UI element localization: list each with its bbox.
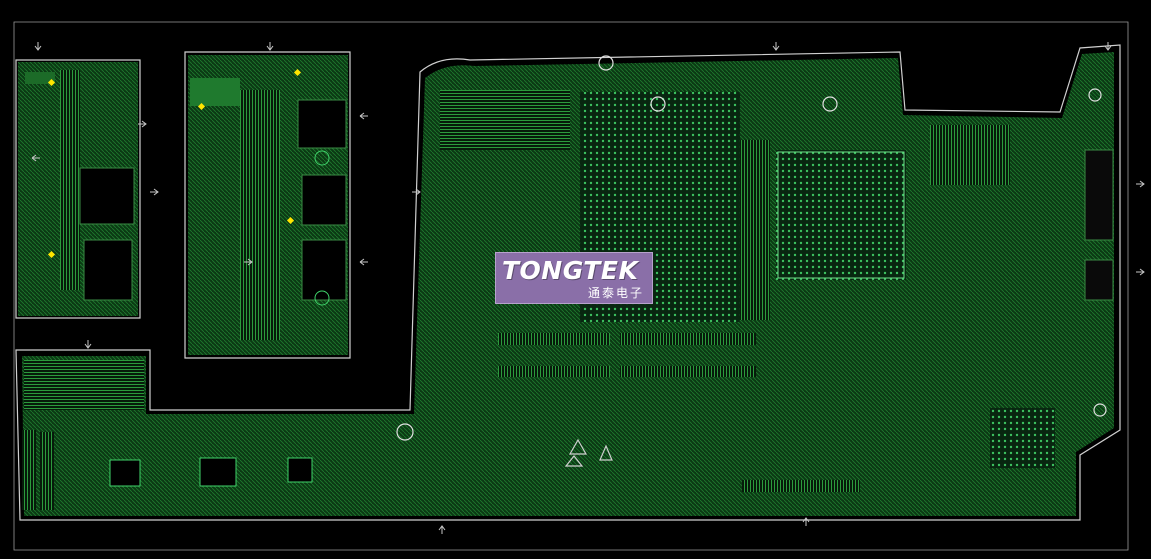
- arrow-markers: [31, 42, 1145, 534]
- logo-subtitle: 通泰电子: [587, 286, 644, 300]
- tongtek-logo: TONGTEK 通泰电子: [495, 252, 653, 304]
- mounting-holes: [396, 55, 1107, 441]
- bottom-connector: [742, 480, 860, 492]
- left-module: [18, 62, 138, 316]
- silkscreen-triangles: [564, 438, 613, 467]
- middle-module: [188, 55, 348, 355]
- board-outline: [13, 21, 1129, 551]
- memory-slot-rows: [498, 333, 756, 377]
- logo-brand-text: TONGTEK: [502, 256, 639, 285]
- bottom-left-module: [22, 360, 313, 510]
